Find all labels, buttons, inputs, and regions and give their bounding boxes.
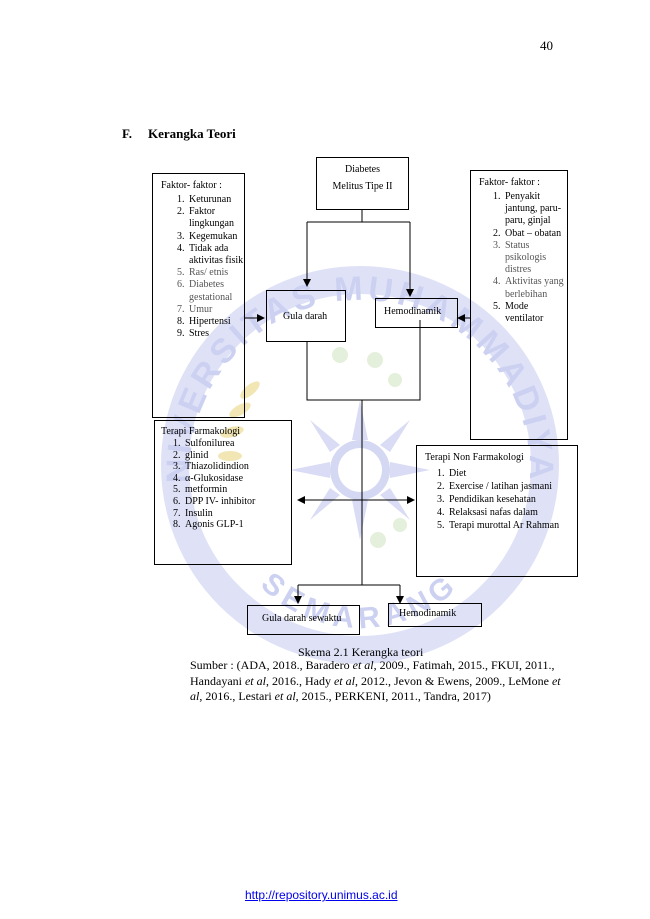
pharma-box: Terapi Farmakologi Sulfonilurea glinid T… — [154, 420, 292, 565]
right-factor-item: Status psikologis distres — [503, 240, 565, 277]
cotton-flowers-icon — [332, 347, 407, 548]
pharma-item: Sulfonilurea — [183, 438, 291, 450]
pharma-item: α-Glukosidase — [183, 473, 291, 485]
left-factor-item: Keturunan — [187, 194, 244, 206]
connector-gula-down — [306, 320, 421, 401]
right-factors-box: Faktor- faktor : Penyakit jantung, paru-… — [470, 170, 568, 440]
gula-darah-label: Gula darah — [283, 311, 328, 322]
gula-darah-box: Gula darah — [266, 290, 346, 342]
diabetes-line1: Diabetes — [345, 164, 380, 175]
source-etal: et al — [333, 673, 355, 688]
pharma-item: Agonis GLP-1 — [183, 519, 291, 531]
bottom-hemo-box: Hemodinamik — [388, 603, 482, 627]
source-etal: et al — [274, 689, 296, 703]
diabetes-box: Diabetes Melitus Tipe II — [316, 157, 409, 210]
source-text: , 2016., Lestari — [199, 689, 275, 703]
nonpharma-item: Pendidikan kesehatan — [447, 493, 577, 506]
right-factor-item: Mode ventilator — [503, 301, 565, 325]
page-number: 40 — [540, 38, 553, 53]
section-letter: F. — [122, 126, 132, 141]
source-citation: Sumber : (ADA, 2018., Baradero et al, 20… — [190, 658, 570, 705]
nonpharma-item: Diet — [447, 467, 577, 480]
pharma-item: DPP IV- inhibitor — [183, 496, 291, 508]
bottom-hemo-label: Hemodinamik — [399, 608, 457, 619]
nonpharma-item: Exercise / latihan jasmani — [447, 480, 577, 493]
hemodinamik-box: Hemodinamik — [375, 298, 458, 328]
left-factor-item: Ras/ etnis — [187, 267, 244, 279]
left-factor-item: Stres — [187, 328, 244, 340]
pharma-list: Sulfonilurea glinid Thiazolidindion α-Gl… — [161, 438, 291, 531]
nonpharma-item: Relaksasi nafas dalam — [447, 506, 577, 519]
source-etal: et al — [190, 673, 561, 704]
nonpharma-title: Terapi Non Farmakologi — [425, 452, 524, 463]
left-factor-item: Umur — [187, 304, 244, 316]
pharma-item: Thiazolidindion — [183, 461, 291, 473]
pharma-item: glinid — [183, 450, 291, 462]
right-factor-item: Aktivitas yang berlebihan — [503, 276, 565, 300]
sun-rays-icon — [290, 400, 430, 540]
pharma-item: metformin — [183, 484, 291, 496]
diabetes-line2: Melitus Tipe II — [332, 181, 393, 192]
left-factor-item: Hipertensi — [187, 316, 244, 328]
bottom-gula-label: Gula darah sewaktu — [262, 613, 342, 624]
repository-link[interactable]: http://repository.unimus.ac.id — [245, 888, 398, 902]
left-factor-item: Faktor lingkungan — [187, 206, 244, 230]
nonpharma-list: Diet Exercise / latihan jasmani Pendidik… — [425, 467, 577, 532]
source-text: , 2012., Jevon & Ewens, 2009., LeMone — [354, 673, 552, 688]
nonpharma-item: Terapi murottal Ar Rahman — [447, 519, 577, 532]
connector-top-split — [307, 210, 410, 223]
right-factor-item: Penyakit jantung, paru-paru, ginjal — [503, 191, 565, 228]
hemodinamik-label: Hemodinamik — [384, 306, 442, 317]
right-factor-item: Obat – obatan — [503, 228, 565, 240]
left-factor-item: Diabetes gestational — [187, 279, 244, 303]
section-title: Kerangka Teori — [148, 126, 236, 141]
left-factors-list: Keturunan Faktor lingkungan Kegemukan Ti… — [161, 194, 244, 340]
figure-caption: Skema 2.1 Kerangka teori — [298, 645, 424, 659]
left-factor-item: Tidak ada aktivitas fisik — [187, 243, 244, 267]
bottom-gula-box: Gula darah sewaktu — [247, 605, 360, 635]
left-factors-box: Faktor- faktor : Keturunan Faktor lingku… — [152, 173, 245, 418]
source-text: , 2009., Fatimah, 2015., FKUI, 2011., Ha… — [190, 658, 555, 688]
source-etal: et al — [352, 658, 374, 672]
right-factors-list: Penyakit jantung, paru-paru, ginjal Obat… — [479, 191, 565, 325]
section-heading: F. Kerangka Teori — [122, 126, 236, 142]
source-etal: et al — [244, 673, 266, 688]
nonpharma-box: Terapi Non Farmakologi Diet Exercise / l… — [416, 445, 578, 577]
left-factor-item: Kegemukan — [187, 231, 244, 243]
left-factors-title: Faktor- faktor : — [161, 180, 222, 191]
laurel-leaves-icon — [218, 381, 260, 461]
source-text: , 2015., PERKENI, 2011., Tandra, 2017) — [295, 689, 491, 703]
right-factors-title: Faktor- faktor : — [479, 177, 540, 188]
source-text: , 2016., Hady — [265, 673, 334, 688]
pharma-item: Insulin — [183, 508, 291, 520]
pharma-title: Terapi Farmakologi — [161, 426, 240, 437]
source-text: Sumber : (ADA, 2018., Baradero — [190, 658, 353, 672]
